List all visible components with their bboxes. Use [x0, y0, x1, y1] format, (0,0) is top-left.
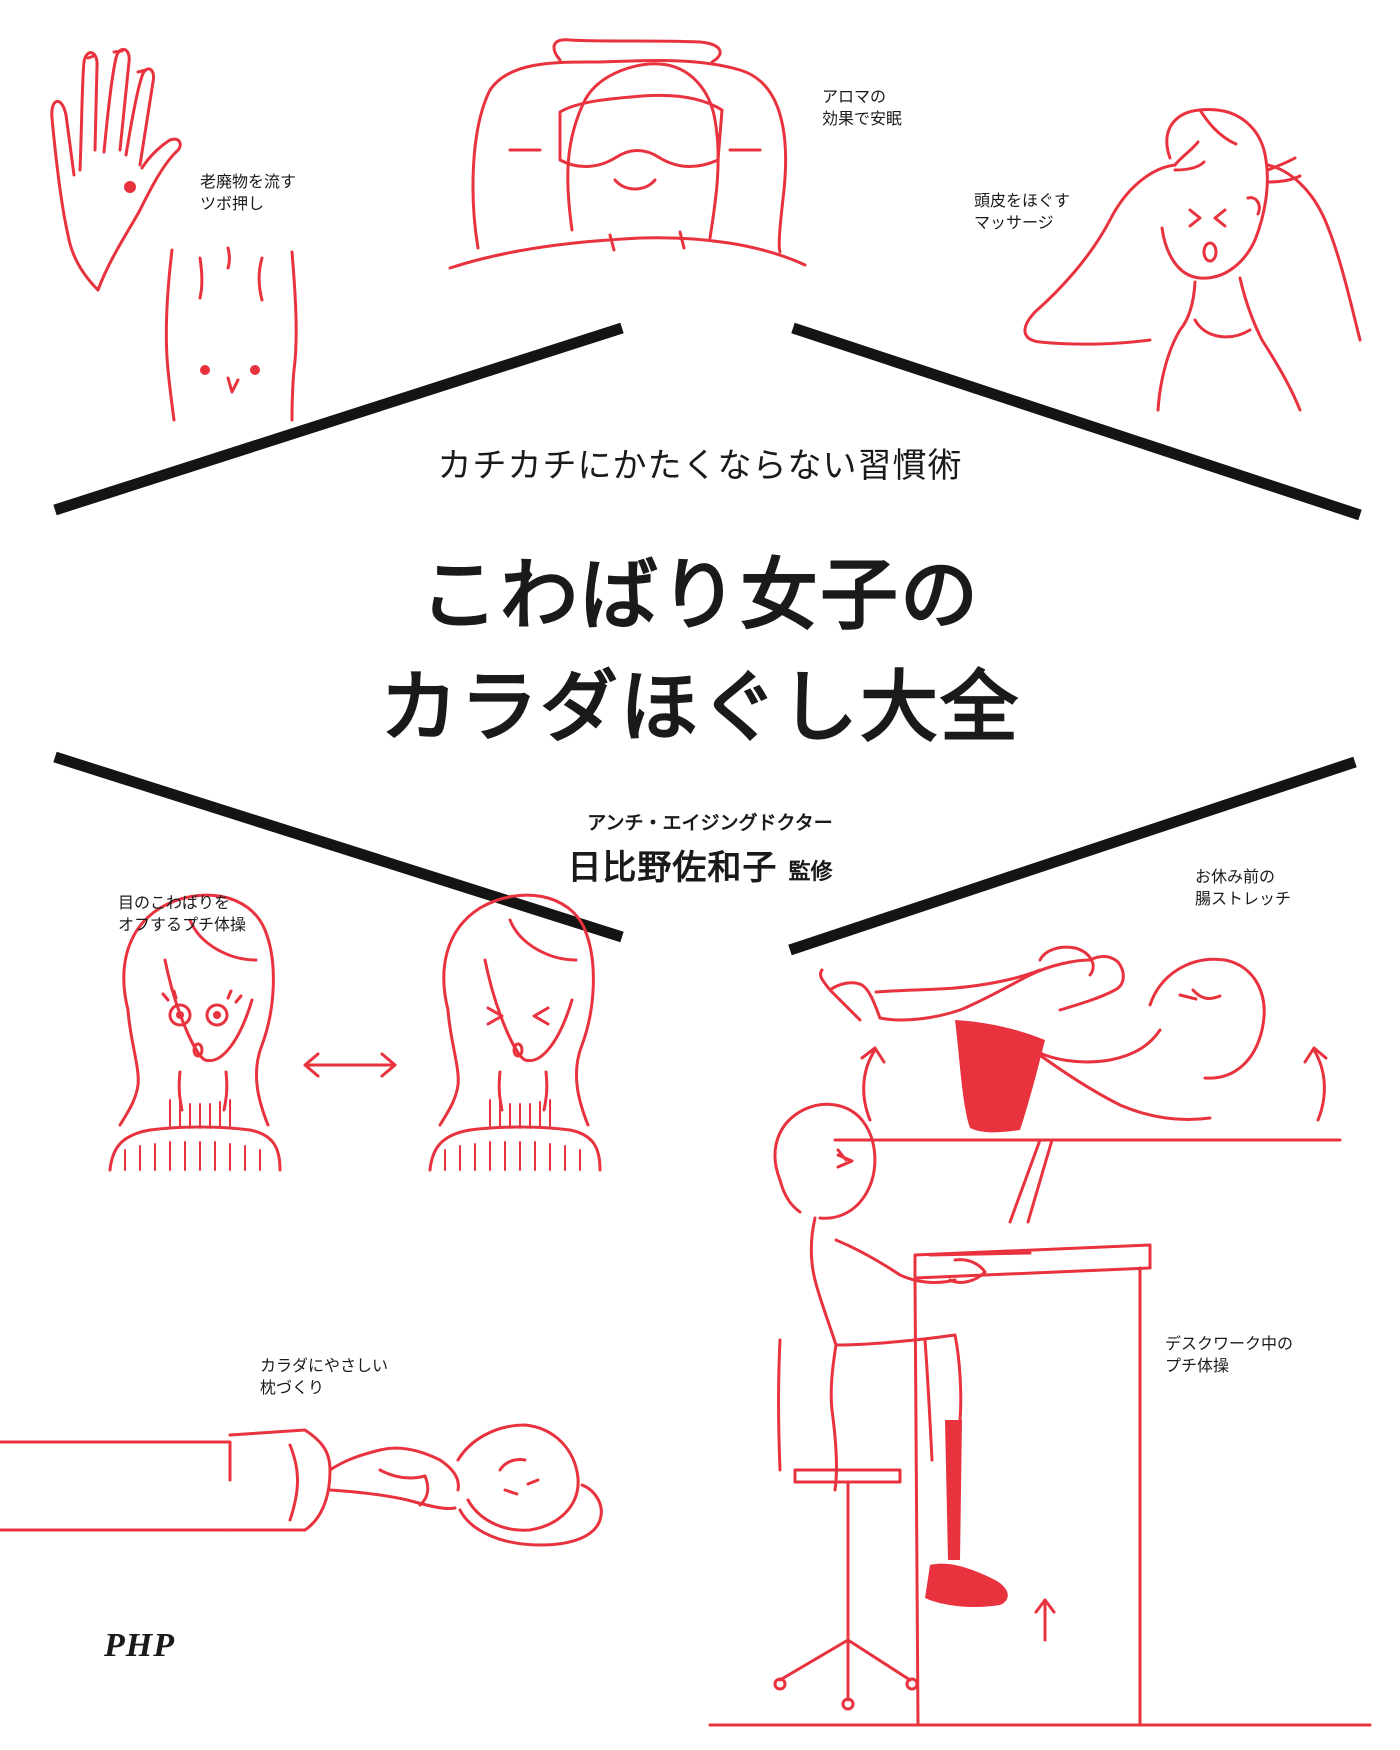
book-title-line2: カラダほぐし大全 — [379, 663, 1020, 753]
frame-lines — [53, 322, 1362, 956]
scalp-massage-illustration — [1023, 108, 1362, 412]
caption-desk: デスクワーク中のプチ体操 — [1165, 1334, 1294, 1375]
sleep-mask-illustration — [448, 38, 807, 270]
author-line: 日比野佐和子 監修 — [520, 840, 880, 889]
abdomen-illustration — [164, 246, 298, 422]
publisher-logo: PHP — [104, 1627, 175, 1664]
caption-detox: 老廃物を流すツボ押し — [200, 172, 297, 213]
eye-exercise-illustration — [108, 893, 602, 1172]
author-name: 日比野佐和子 — [567, 848, 778, 888]
caption-aroma: アロマの効果で安眠 — [822, 87, 903, 128]
author-suffix: 監修 — [788, 860, 833, 885]
book-title-line1: こわばり女子の — [419, 551, 980, 641]
desk-exercise-illustration — [708, 1102, 1372, 1727]
subtitle: カチカチにかたくならない習慣術 — [437, 446, 963, 486]
pillow-illustration — [0, 1423, 603, 1547]
hand-illustration — [50, 48, 182, 292]
caption-scalp: 頭皮をほぐすマッサージ — [974, 191, 1071, 232]
author-role: アンチ・エイジングドクター — [587, 812, 833, 834]
caption-stretch: お休み前の腸ストレッチ — [1195, 867, 1292, 908]
lying-stretch-illustration — [818, 945, 1342, 1142]
book-title: こわばり女子の カラダほぐし大全 — [240, 540, 1160, 764]
caption-pillow: カラダにやさしい枕づくり — [260, 1356, 389, 1397]
caption-eyes: 目のこわばりをオフするプチ体操 — [118, 893, 247, 934]
